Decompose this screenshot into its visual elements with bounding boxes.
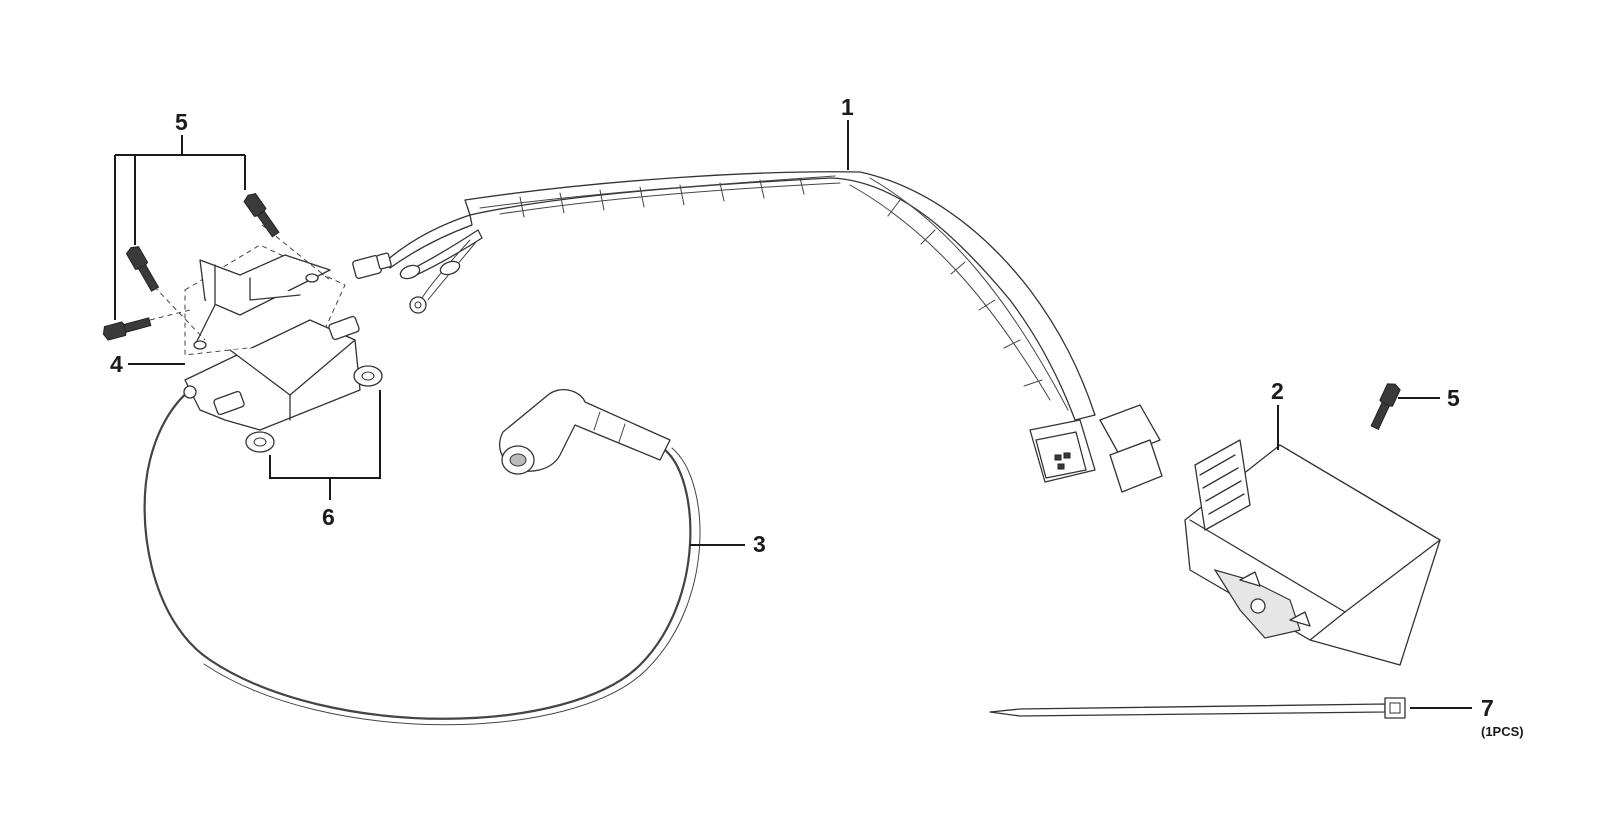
- callout-5-left: 5: [175, 109, 188, 135]
- callout-3: 3: [753, 531, 766, 557]
- callout-6: 6: [322, 504, 335, 530]
- grommet-upper: [353, 365, 383, 387]
- callout-2: 2: [1271, 378, 1284, 404]
- bolt-lower: [102, 317, 152, 341]
- cdi-connector-teeth: [1194, 439, 1251, 531]
- harness-connector-left: [352, 252, 392, 280]
- bolt-upper: [243, 193, 280, 238]
- cdi-unit: [1184, 439, 1441, 666]
- grommet-lower: [245, 431, 275, 453]
- callout-4: 4: [110, 351, 123, 377]
- bolt-middle: [125, 246, 160, 292]
- coil-bracket: [193, 254, 331, 350]
- harness-tape-wraps: [519, 177, 1043, 387]
- spark-plug-cable: [143, 383, 701, 726]
- harness-connector-right-b: [1099, 404, 1163, 493]
- callout-5-right: 5: [1447, 385, 1460, 411]
- ignition-coil-assembly: [183, 244, 361, 431]
- leader-lines: [114, 120, 1472, 709]
- harness-connector-right-a: [1029, 419, 1096, 483]
- cable-tie: [989, 697, 1406, 719]
- bolt-right: [1370, 383, 1401, 430]
- wiring-harness: [352, 171, 1163, 493]
- callout-1: 1: [841, 94, 854, 120]
- spark-plug-cap: [499, 389, 671, 475]
- ring-terminal: [409, 296, 427, 314]
- callout-7: 7: [1481, 695, 1494, 721]
- callout-7-quantity: (1PCS): [1481, 724, 1524, 739]
